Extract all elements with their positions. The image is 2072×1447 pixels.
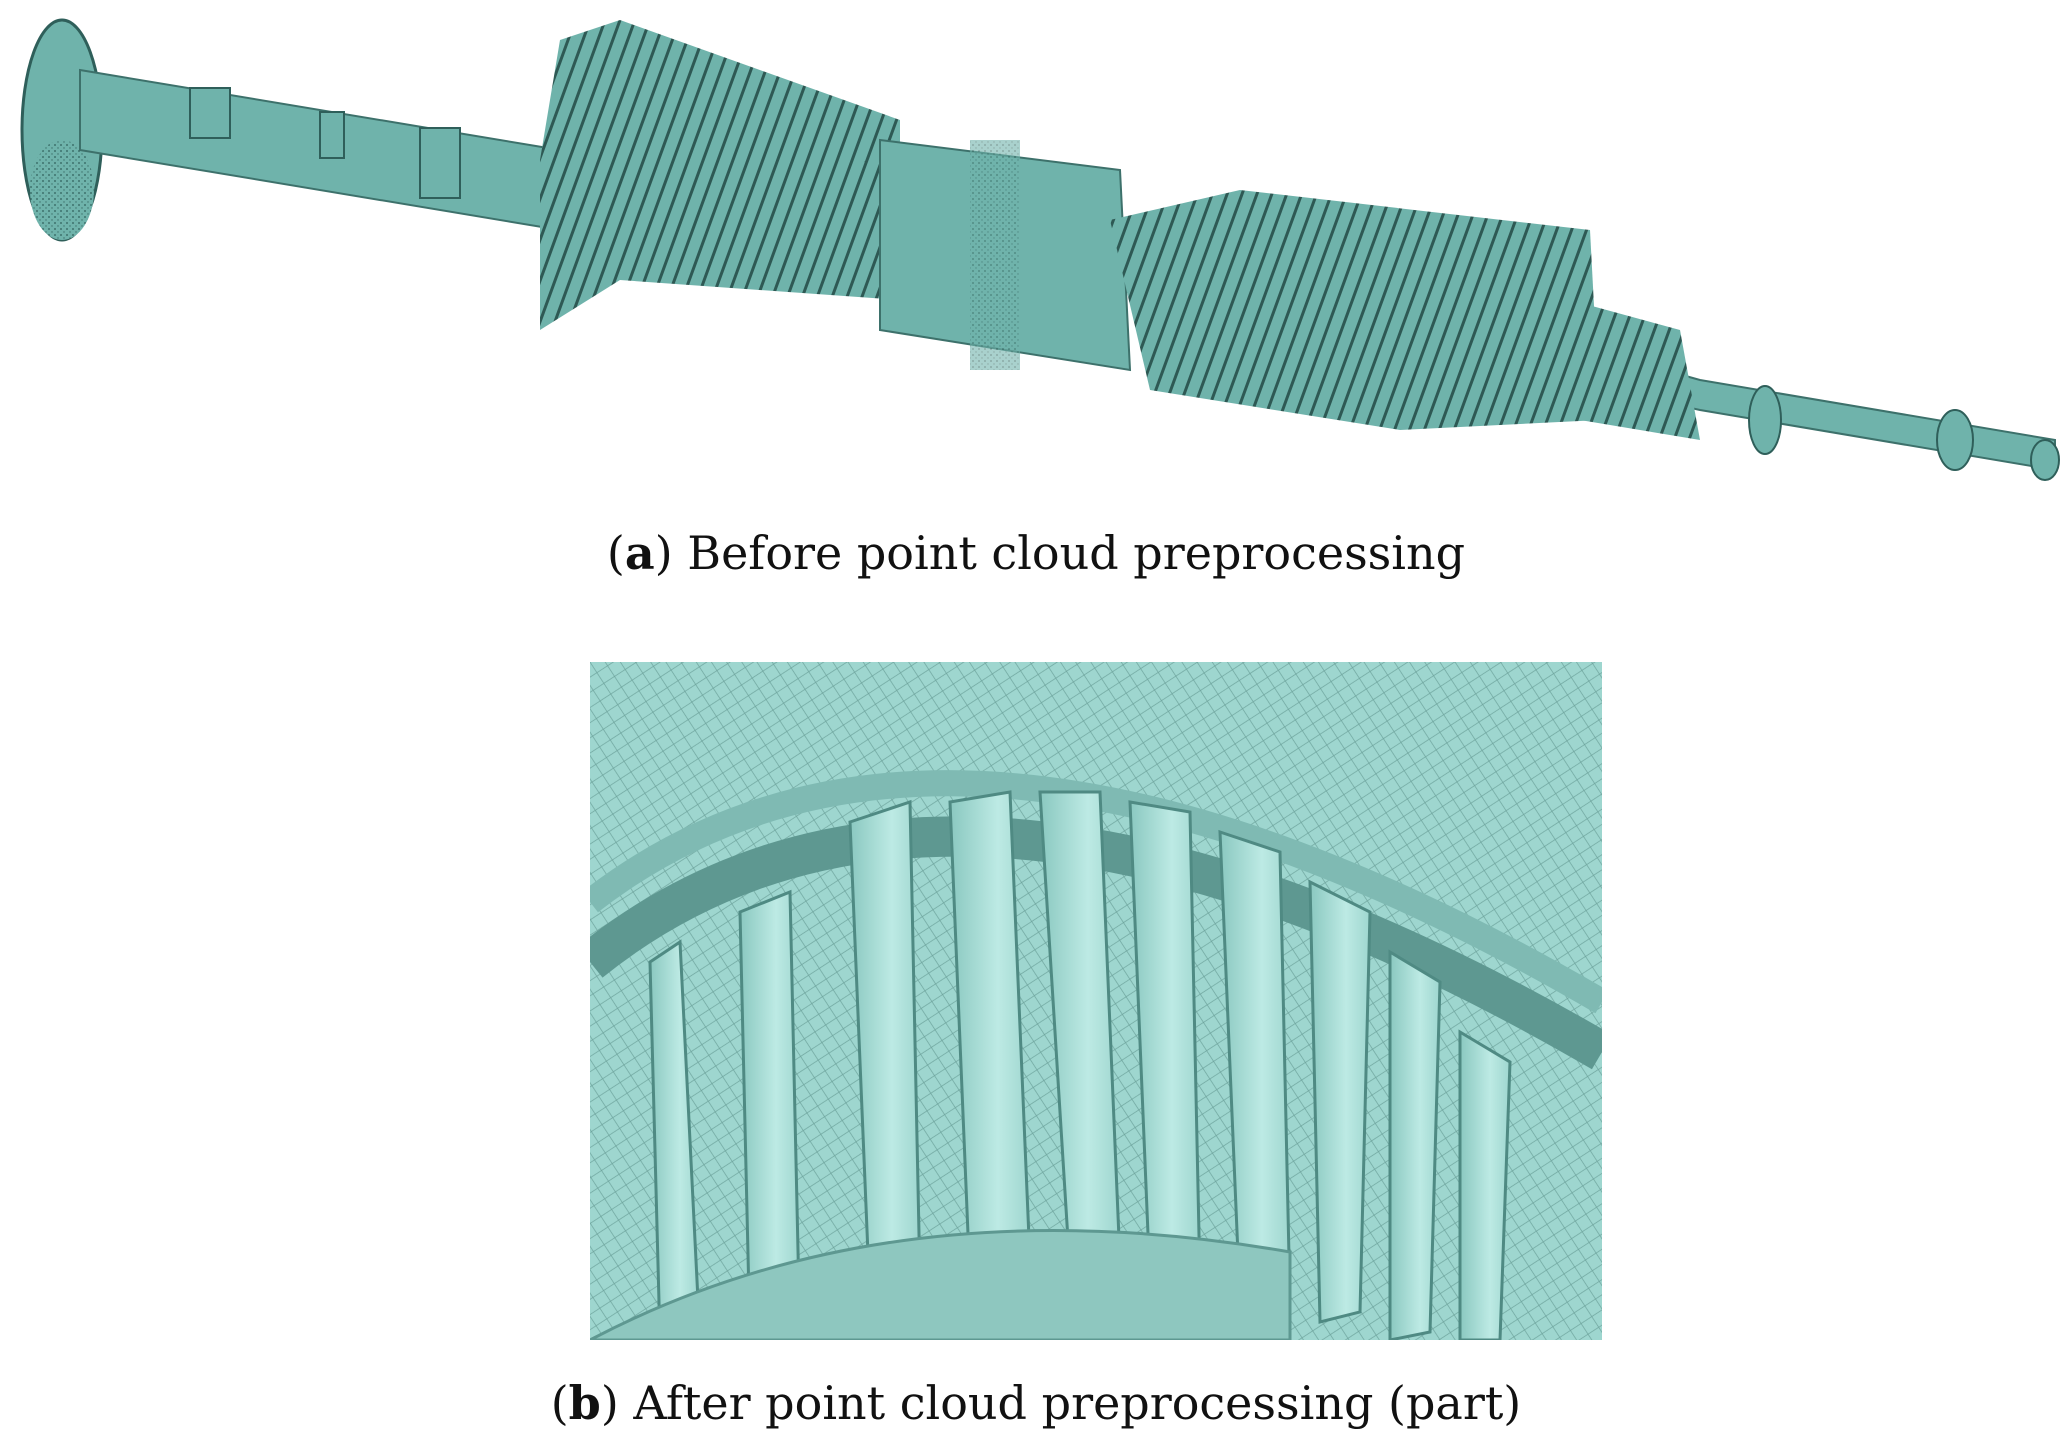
- blade-ring: [590, 662, 1602, 1340]
- rotor-point-cloud-image: [0, 0, 2072, 500]
- caption-b-letter: b: [568, 1376, 601, 1430]
- rotor-shaft: [20, 18, 2060, 481]
- caption-a-text: Before point cloud preprocessing: [687, 526, 1466, 580]
- caption-b-text: After point cloud preprocessing (part): [633, 1376, 1522, 1430]
- blade-mesh-closeup-image: [590, 662, 1602, 1340]
- caption-b: (b) After point cloud preprocessing (par…: [550, 1376, 1522, 1430]
- caption-a-letter: a: [624, 526, 655, 580]
- caption-a: (a) Before point cloud preprocessing: [606, 526, 1466, 580]
- blade-mesh-drawing: [590, 662, 1602, 1340]
- rotor-point-cloud-drawing: [20, 18, 2060, 481]
